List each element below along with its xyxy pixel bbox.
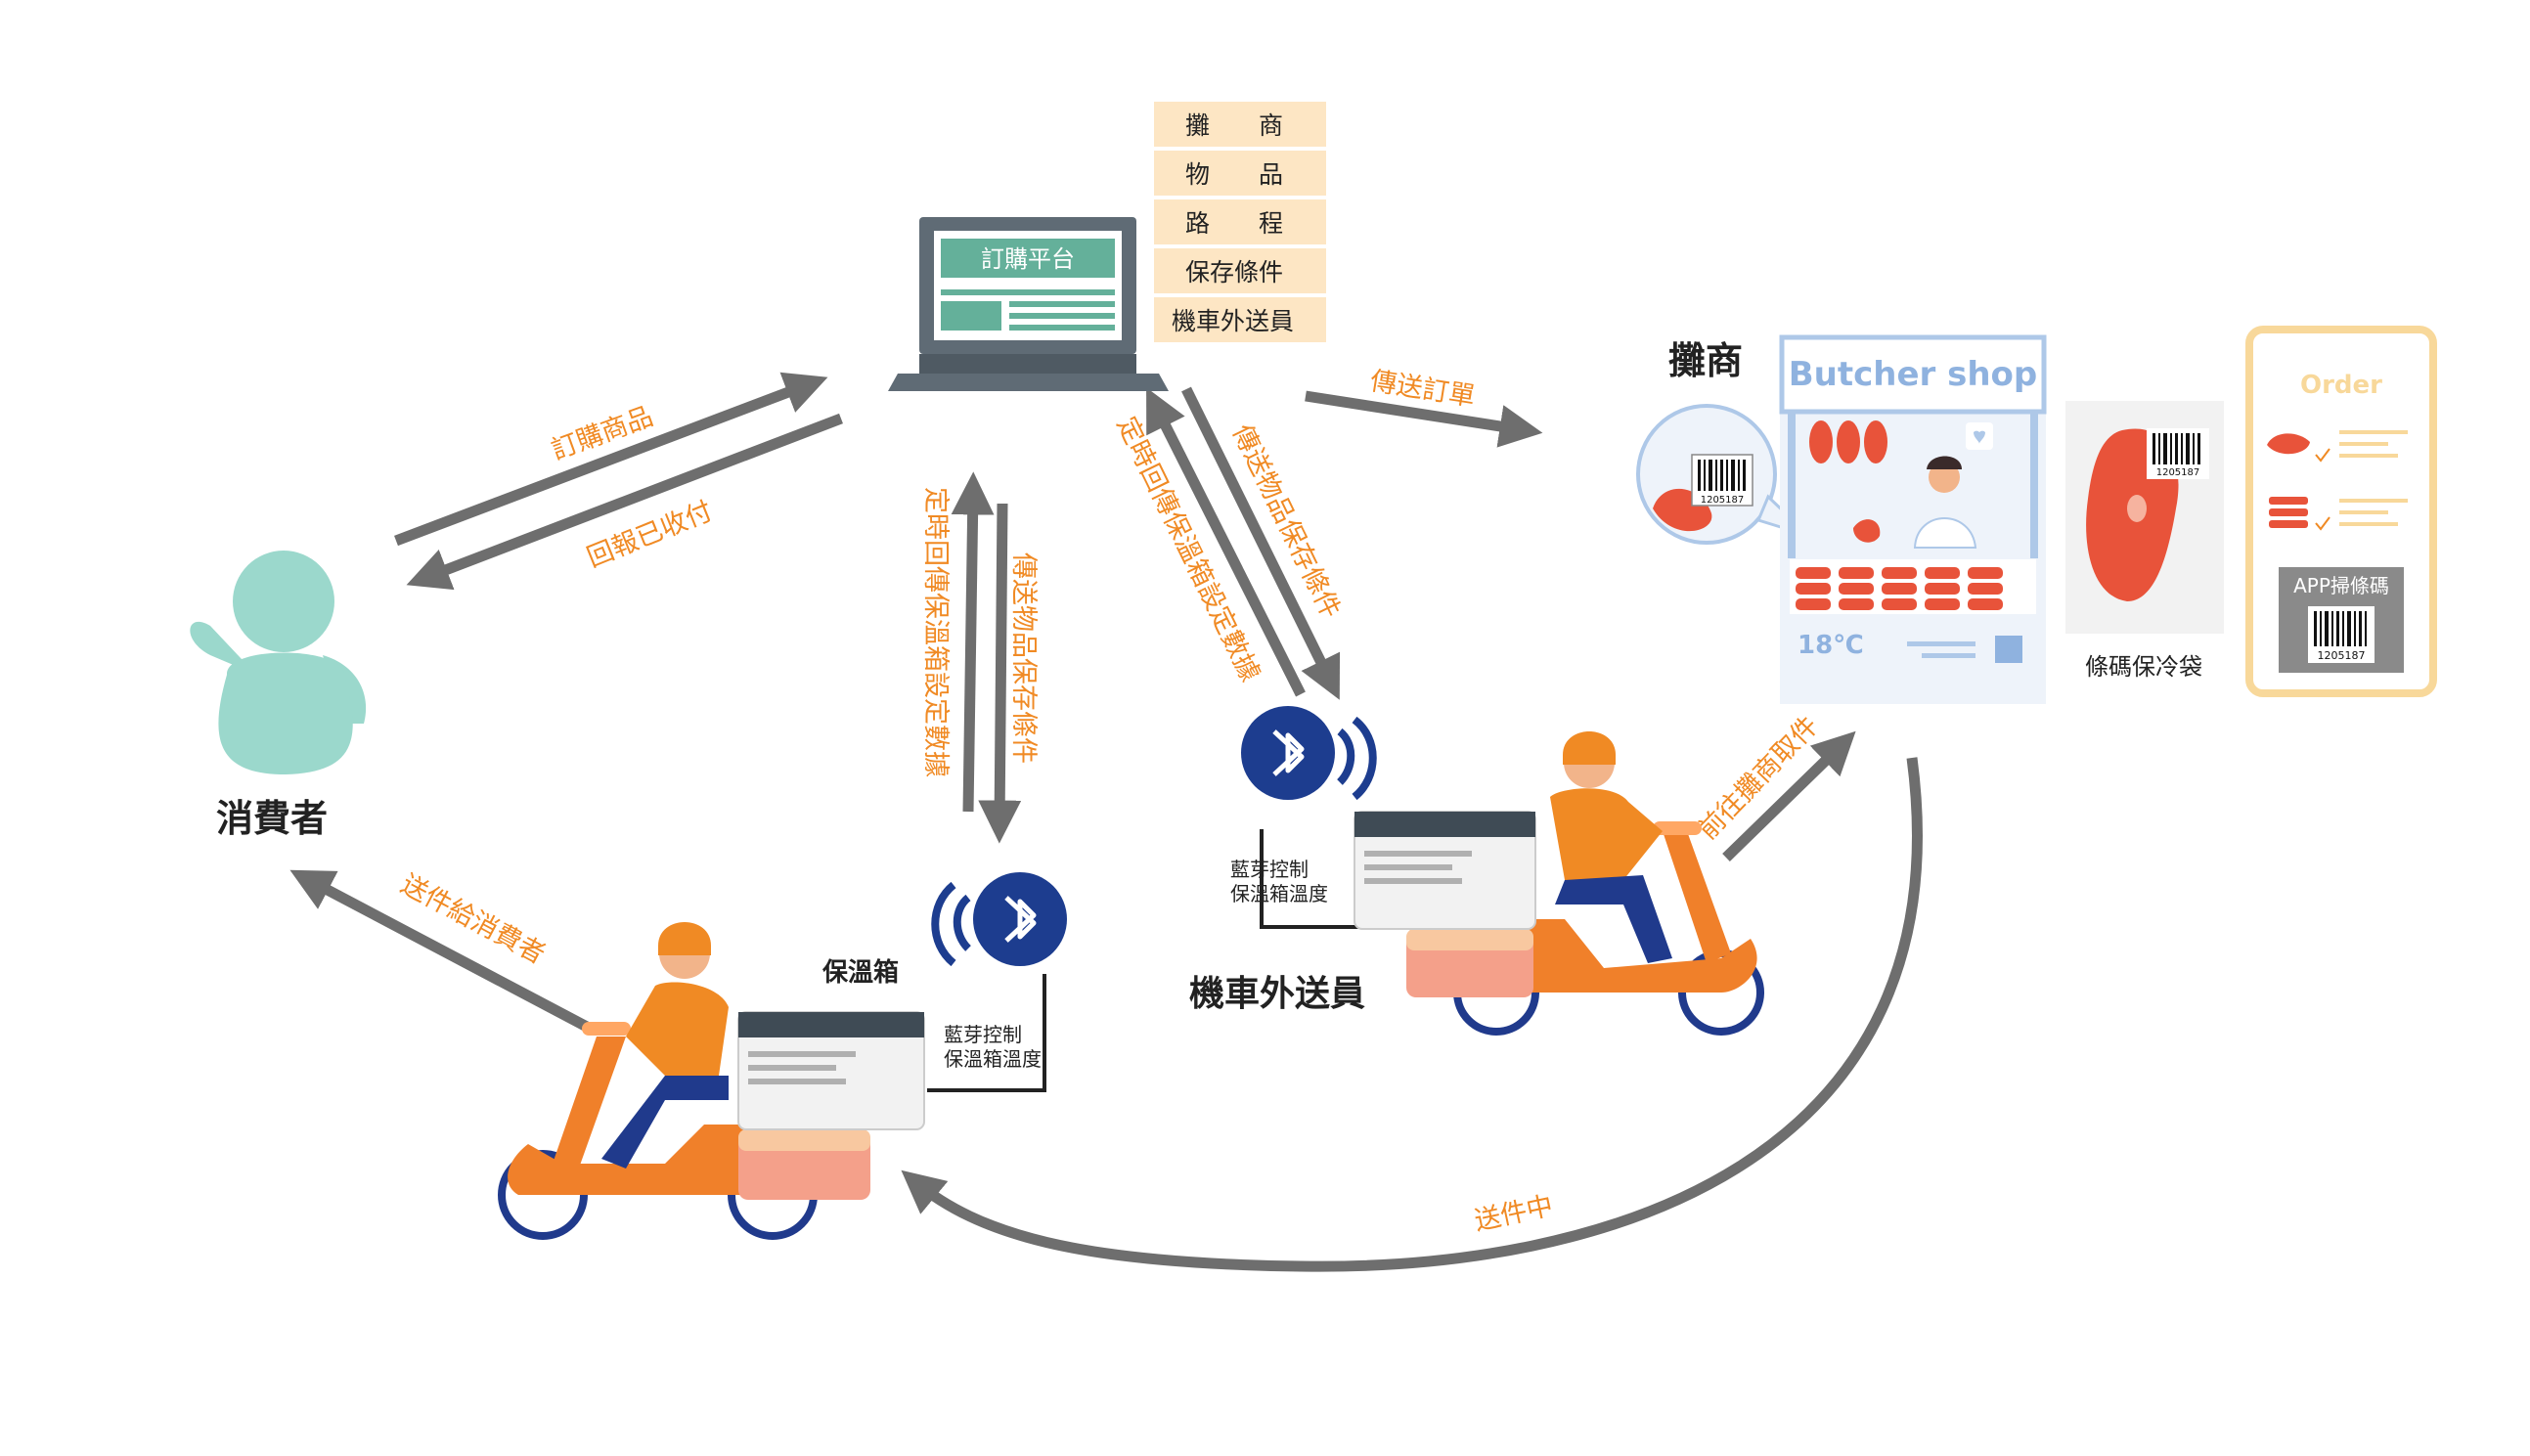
arrow-report-temp-left (951, 471, 995, 813)
shop-sign-text: Butcher shop (1789, 355, 2038, 394)
label-send-conditions-left: 傳送物品保存條件 (1008, 552, 1039, 764)
label-order-goods: 訂購商品 (548, 402, 657, 466)
bluetooth-icon (931, 872, 1067, 967)
order-app-barcode-number: 1205187 (2318, 649, 2366, 662)
order-app-title: Order (2300, 371, 2382, 400)
courier-bottom-bt-caption-2: 保溫箱溫度 (944, 1047, 1042, 1071)
courier-bottom: 保溫箱 藍芽控制 保溫箱溫度 (498, 872, 1067, 1240)
courier-bottom-box-label: 保溫箱 (821, 957, 899, 988)
arrow-send-conditions-left (978, 503, 1022, 844)
courier-top-bt-caption-2: 保溫箱溫度 (1230, 882, 1328, 905)
info-row-goods: 物 品 (1185, 160, 1283, 189)
courier-bottom-bt-caption-1: 藍芽控制 (944, 1023, 1022, 1046)
info-row-route: 路 程 (1185, 209, 1283, 238)
order-app-scan-label: APP掃條碼 (2293, 574, 2389, 597)
arrow-send-conditions-right (1181, 386, 1341, 700)
arrows (289, 372, 1923, 1272)
magnifier-bubble: 1205187 (1636, 404, 1811, 545)
arrow-go-pickup (1722, 730, 1856, 861)
consumer-label: 消費者 (216, 797, 328, 840)
barcode-cold-bag: 1205187 條碼保冷袋 (2065, 401, 2224, 681)
courier-top-label: 機車外送員 (1189, 974, 1365, 1014)
arrow-deliver-to-consumer (289, 869, 590, 1032)
shop-temperature: 18℃ (1798, 631, 1864, 660)
arrow-delivering (901, 757, 1923, 1272)
arrow-order-goods (394, 372, 828, 547)
label-delivering: 送件中 (1472, 1191, 1556, 1237)
label-deliver-to-consumer: 送件給消費者 (396, 869, 551, 970)
consumer-figure: 消費者 (190, 551, 367, 840)
label-report-temp-left: 定時回傳保溫箱設定數據 (920, 487, 951, 777)
arrow-report-paid (406, 413, 843, 591)
info-row-storage: 保存條件 (1185, 258, 1283, 287)
laptop-platform: 訂購平台 (888, 217, 1169, 391)
butcher-shop: Butcher shop 18℃ (1779, 334, 2047, 704)
info-row-courier: 機車外送員 (1172, 307, 1294, 335)
shop-sign (1779, 334, 2047, 415)
courier-top: 藍芽控制 保溫箱溫度 機車外送員 (1189, 706, 1764, 1036)
laptop-base (888, 374, 1169, 391)
bag-barcode-number: 1205187 (2156, 467, 2200, 478)
arrow-report-temp-right (1146, 387, 1306, 697)
platform-screen-title: 訂購平台 (981, 245, 1075, 273)
platform-info-table: 攤 商 物 品 路 程 保存條件 機車外送員 (1154, 102, 1326, 342)
info-row-vendor: 攤 商 (1185, 111, 1283, 140)
bluetooth-icon (1241, 706, 1377, 801)
courier-top-bt-caption-1: 藍芽控制 (1230, 858, 1309, 881)
order-app-phone: Order APP掃條碼 1205187 (2245, 326, 2437, 697)
bubble-barcode-number: 1205187 (1701, 495, 1745, 506)
arrow-send-order (1305, 390, 1543, 448)
vendor-label: 攤商 (1668, 339, 1743, 382)
bag-label: 條碼保冷袋 (2085, 653, 2202, 681)
